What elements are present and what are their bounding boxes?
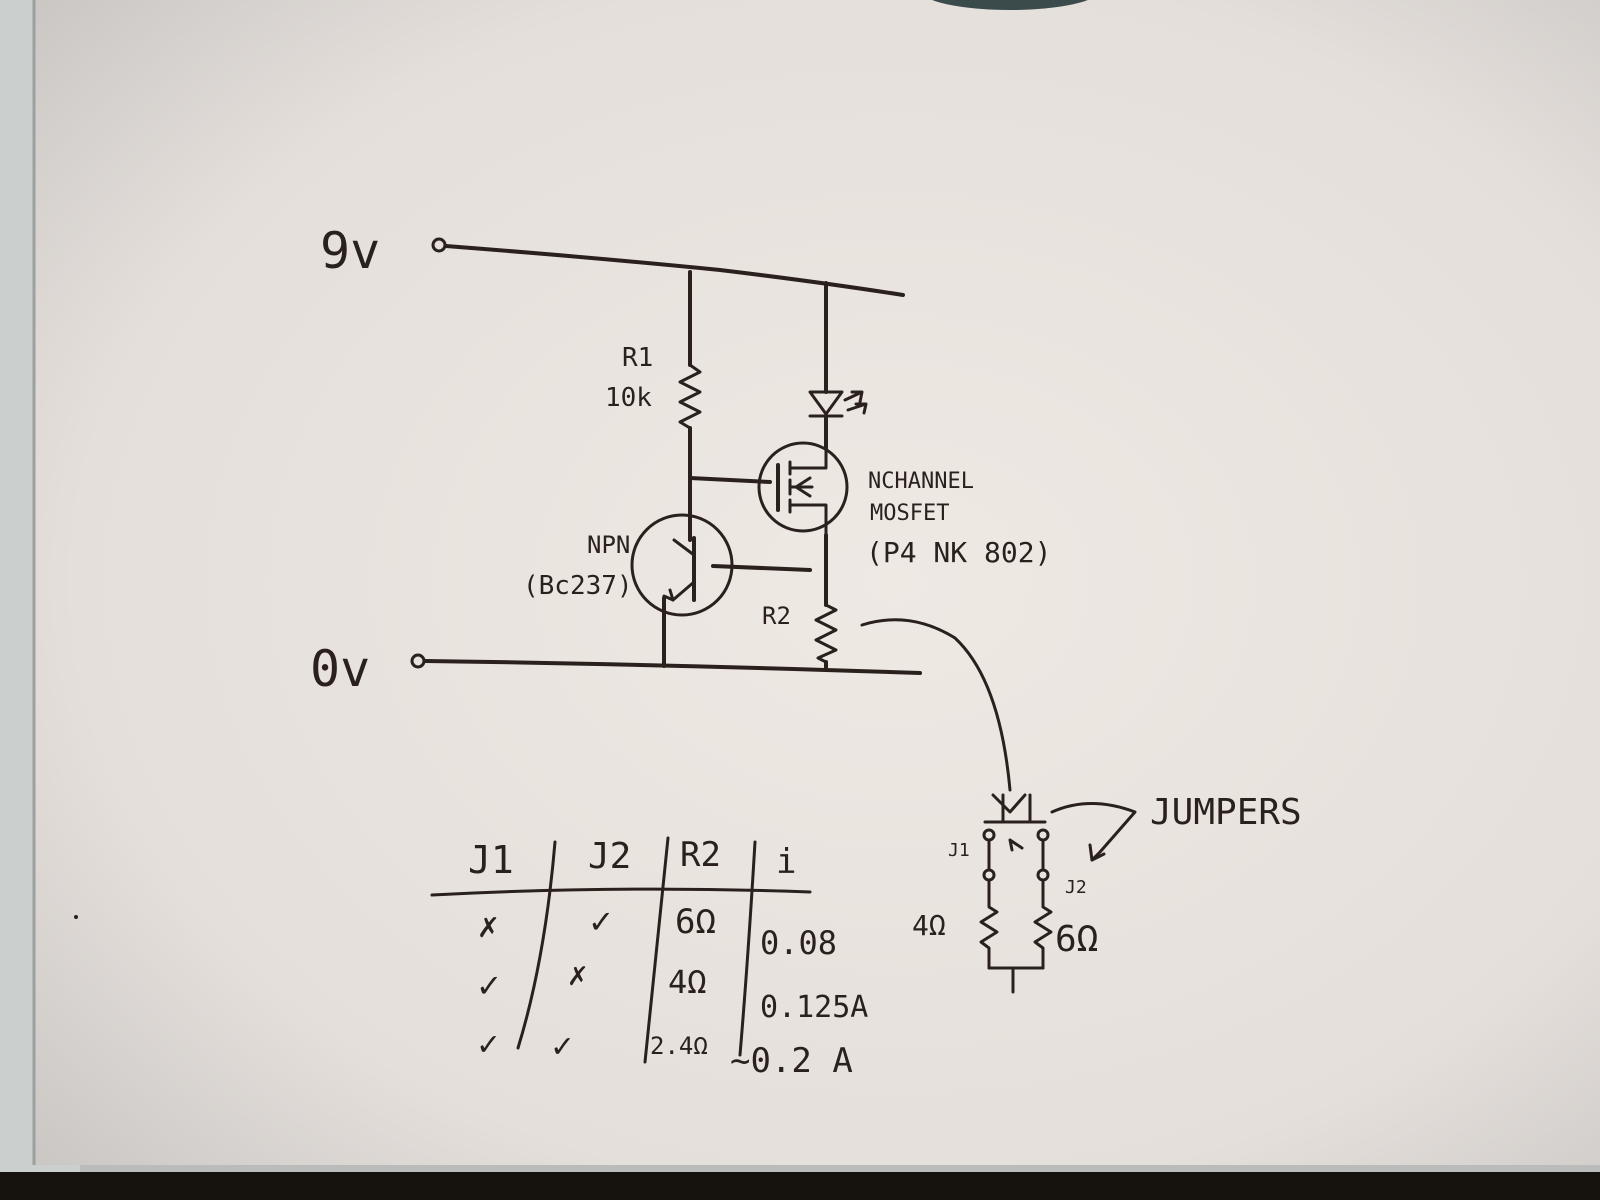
table-row2-j2: ✗ — [568, 955, 587, 993]
table-row2-r2: 4Ω — [668, 963, 707, 1001]
table-header-i: i — [776, 842, 796, 882]
ink-dot — [74, 915, 78, 919]
current-table: J1 J2 R2 i ✗ ✓ 6Ω 0.08 ✓ ✗ 4Ω 0.125A ✓ ✓… — [430, 835, 868, 1081]
r1-name: R1 — [622, 343, 653, 373]
ground-rail-0v — [410, 653, 922, 675]
paper-page — [34, 0, 1600, 1165]
jumpers-title: JUMPERS — [1150, 792, 1302, 833]
table-header-j2: J2 — [588, 836, 631, 877]
supply-rail-9v — [431, 237, 905, 297]
table-divider-2 — [643, 836, 670, 1064]
gate-wire — [688, 476, 772, 484]
r1-resistor — [678, 270, 702, 480]
label-0v: 0v — [310, 640, 370, 698]
npn-transistor-symbol — [630, 513, 812, 617]
table-row1-j2: ✓ — [590, 901, 612, 942]
table-row3-j2: ✓ — [552, 1026, 572, 1066]
table-header-r2: R2 — [680, 835, 721, 875]
resistor-left-value: 4Ω — [912, 909, 946, 942]
resistor-right-value: 6Ω — [1055, 919, 1098, 960]
r2-resistor — [814, 603, 838, 672]
table-row1-j1: ✗ — [478, 906, 498, 946]
table-header-j1: J1 — [468, 838, 514, 882]
jumper-j1-label: J1 — [948, 840, 970, 861]
table-row3-j1: ✓ — [478, 1024, 498, 1064]
table-divider-3 — [738, 840, 757, 1057]
label-9v: 9v — [320, 222, 380, 280]
table-row3-r2: 2.4Ω — [650, 1032, 708, 1060]
npn-part-label: (Bc237) — [523, 571, 633, 601]
mosfet-label-line3: (P4 NK 802) — [866, 536, 1051, 569]
object-top-edge — [932, 0, 1088, 10]
mosfet-label-line2: MOSFET — [870, 501, 949, 526]
table-row2-j1: ✓ — [478, 965, 500, 1006]
led-symbol — [808, 281, 868, 418]
jumper-network — [979, 793, 1137, 994]
npn-type-label: NPN — [587, 531, 630, 559]
table-row1-r2: 6Ω — [675, 902, 716, 942]
table-row2-i: 0.125A — [760, 990, 868, 1025]
table-row1-i: 0.08 — [760, 924, 837, 962]
table-divider-1 — [516, 840, 557, 1050]
mosfet-label-line1: NCHANNEL — [868, 469, 974, 494]
table-header-rule — [430, 887, 812, 897]
r2-name: R2 — [762, 602, 791, 630]
mosfet-label: NCHANNEL MOSFET (P4 NK 802) — [866, 469, 1051, 569]
r1-value: 10k — [605, 383, 652, 413]
r2-detail-arrow — [860, 618, 1027, 814]
jumper-j2-label: J2 — [1065, 877, 1087, 898]
table-row3-i: ~0.2 A — [730, 1041, 853, 1081]
mosfet-symbol — [757, 441, 849, 537]
